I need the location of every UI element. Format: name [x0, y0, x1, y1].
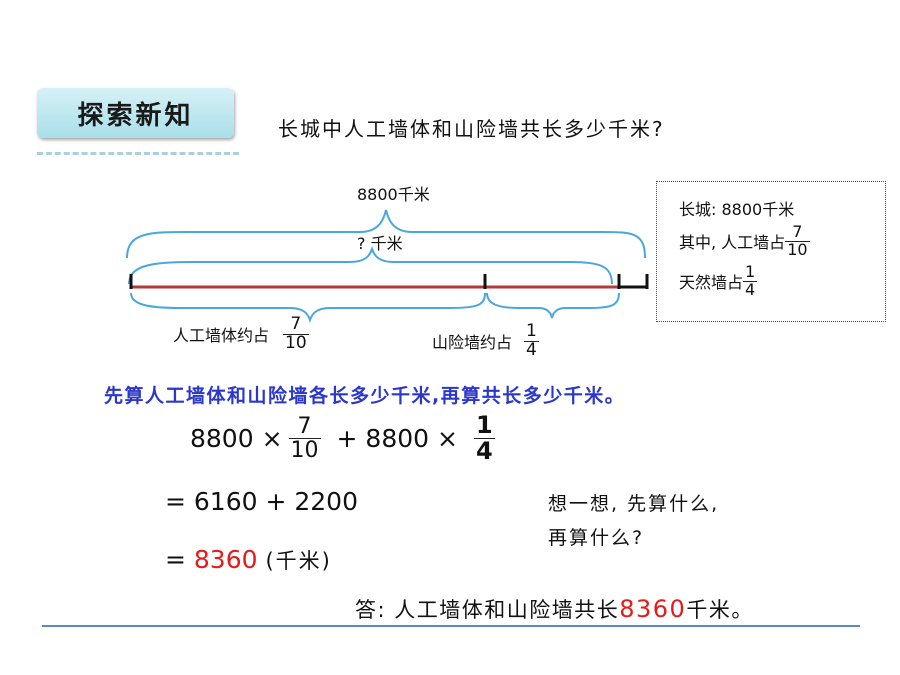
total-length-label: 8800千米 [357, 185, 430, 204]
segment1-caption: 人工墙体约占 7 10 [173, 314, 309, 353]
instruction-text: 先算人工墙体和山险墙各长多少千米,再算共长多少千米。 [104, 385, 626, 407]
equation-equals: = [165, 545, 186, 574]
equation-term-1: 8800 × [190, 424, 283, 454]
badge-dashed-divider [37, 152, 239, 155]
info-line-artificial-label: 其中, 人工墙占 [679, 233, 786, 253]
answer-suffix: 千米。 [686, 598, 754, 622]
total-brace [126, 209, 646, 259]
segment1-fraction: 7 10 [283, 314, 309, 353]
info-line-artificial: 其中, 人工墙占 7 10 [679, 222, 810, 259]
think-line-2: 再算什么? [548, 527, 645, 549]
fraction-numerator: 1 [745, 262, 756, 281]
info-line-natural-label: 天然墙占 [679, 273, 744, 293]
equation-fraction-1: 7 10 [288, 414, 321, 464]
fraction-denominator: 10 [785, 239, 810, 259]
segment2-brace [486, 292, 620, 319]
info-line-total: 长城: 8800千米 [679, 200, 795, 219]
equation-fraction-2: 1 4 [473, 411, 495, 466]
fraction-numerator: 7 [792, 222, 803, 241]
unknown-length-label: ? 千米 [357, 234, 403, 253]
equation-result: 8360 [193, 545, 258, 574]
section-badge: 探索新知 [37, 88, 234, 138]
fraction-denominator: 10 [283, 332, 309, 353]
fraction-denominator: 4 [473, 437, 495, 466]
equation-line-3: = 8360 (千米) [165, 545, 332, 575]
fraction-numerator: 7 [297, 414, 312, 440]
fraction-denominator: 10 [288, 438, 321, 464]
info-artificial-fraction: 7 10 [785, 222, 810, 259]
section-badge-label: 探索新知 [77, 100, 194, 131]
fraction-denominator: 4 [524, 339, 539, 360]
answer-prefix: 答: 人工墙体和山险墙共长 [355, 598, 620, 622]
segment2-fraction: 1 4 [524, 321, 539, 360]
fraction-denominator: 4 [743, 279, 758, 299]
unknown-brace [128, 245, 613, 285]
info-line-natural: 天然墙占 1 4 [679, 262, 758, 299]
fraction-numerator: 7 [290, 314, 302, 334]
equation-line-1: 8800 × 7 10 + 8800 × 1 4 [190, 411, 495, 466]
segment2-caption: 山险墙约占 1 4 [432, 321, 539, 360]
equation-unit: (千米) [265, 549, 332, 573]
answer-text: 答: 人工墙体和山险墙共长8360千米。 [355, 594, 754, 624]
answer-value: 8360 [619, 595, 687, 623]
info-natural-fraction: 1 4 [743, 262, 758, 299]
segment1-label: 人工墙体约占 [173, 326, 270, 346]
info-box: 长城: 8800千米 其中, 人工墙占 7 10 天然墙占 1 4 [656, 181, 886, 322]
equation-line-2: = 6160 + 2200 [165, 487, 358, 516]
question-text: 长城中人工墙体和山险墙共长多少千米? [278, 117, 665, 141]
think-line-1: 想一想, 先算什么, [548, 493, 720, 515]
segment1-brace [130, 292, 486, 324]
fraction-numerator: 1 [475, 411, 493, 439]
fraction-numerator: 1 [526, 321, 537, 341]
think-prompt: 想一想, 先算什么, 再算什么? [548, 487, 719, 555]
segment2-label: 山险墙约占 [432, 333, 513, 353]
equation-term-2: + 8800 × [336, 424, 458, 454]
bottom-divider [42, 625, 860, 627]
